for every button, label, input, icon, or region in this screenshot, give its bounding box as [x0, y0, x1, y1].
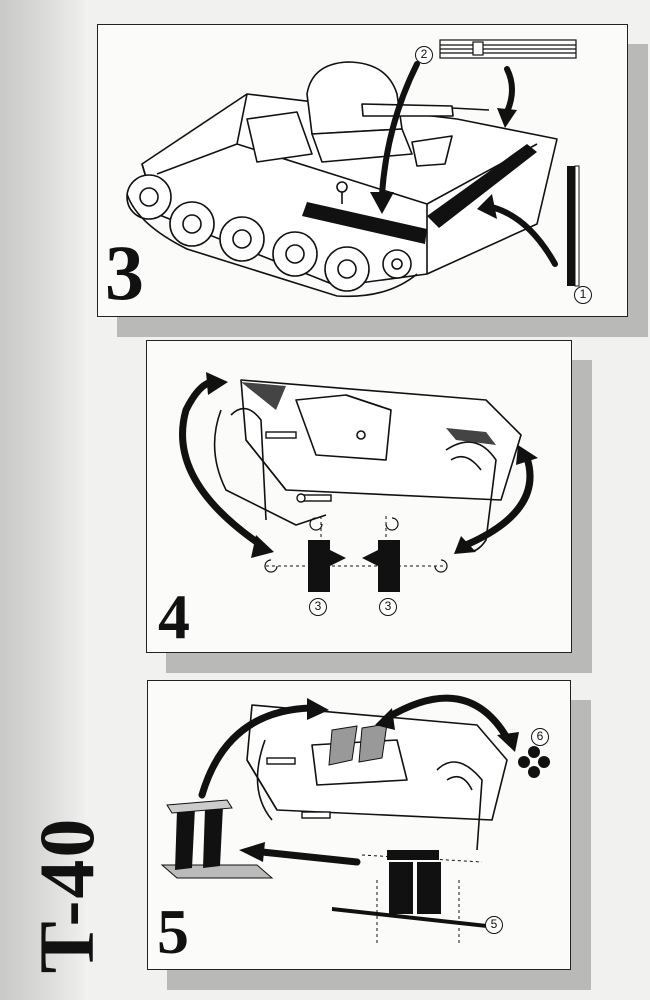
part-callout: 5	[485, 916, 503, 934]
part-callout: 1	[574, 286, 592, 304]
part-callout: 2	[415, 46, 433, 64]
model-title: T-40	[23, 816, 110, 974]
part-callout: 6	[531, 728, 549, 746]
part-callout: 3	[379, 598, 397, 616]
step-number: 5	[157, 896, 189, 967]
part-callout: 3	[309, 598, 327, 616]
step-number: 4	[158, 581, 190, 652]
step-4-illustration	[179, 372, 538, 592]
step-number: 3	[105, 229, 144, 316]
step-3-illustration	[126, 39, 580, 298]
side-strip	[0, 0, 85, 1000]
step-5-illustration	[160, 694, 550, 945]
